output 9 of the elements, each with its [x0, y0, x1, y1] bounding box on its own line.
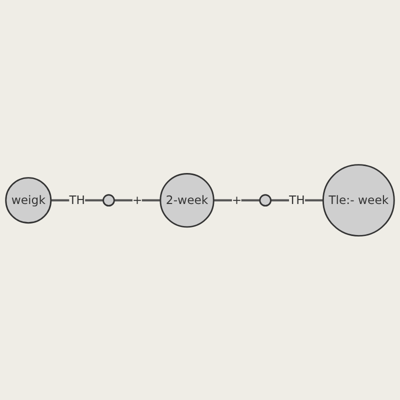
- node-circle: 2-week: [160, 172, 214, 228]
- edge-label: +: [132, 192, 142, 207]
- node-circle: Tle:- week: [322, 164, 395, 236]
- edge-label: TH: [289, 192, 305, 207]
- node-circle: [259, 194, 272, 206]
- edge-label: TH: [69, 192, 86, 207]
- edge-label: +: [232, 192, 242, 207]
- node-circle: weigk: [5, 176, 52, 224]
- node-circle: [102, 194, 115, 206]
